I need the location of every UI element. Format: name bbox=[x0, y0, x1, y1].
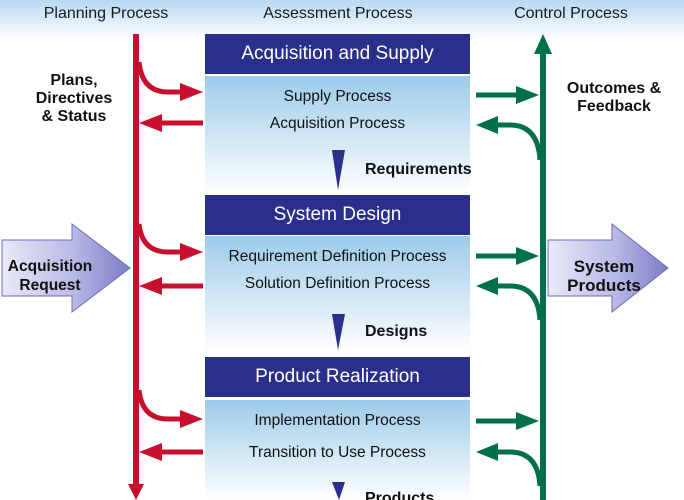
box-title-acquisition-and-supply: Acquisition and Supply bbox=[205, 34, 470, 74]
process-transition-to-use: Transition to Use Process bbox=[249, 444, 426, 461]
outcomes-feedback-label: Outcomes & Feedback bbox=[548, 80, 680, 116]
plan-branch-arrow-2 bbox=[136, 223, 182, 255]
box-title-system-design: System Design bbox=[205, 195, 470, 235]
plan-branch-arrowhead-1 bbox=[180, 83, 203, 101]
plans-label-line-3: & Status bbox=[41, 108, 107, 125]
header-assessment-process: Assessment Process bbox=[263, 5, 413, 22]
box-title-product-realization: Product Realization bbox=[205, 357, 470, 397]
plan-branch-arrow-1 bbox=[136, 61, 182, 95]
process-implementation: Implementation Process bbox=[254, 412, 421, 429]
plans-label-line-1: Plans, bbox=[50, 72, 98, 89]
acquisition-request-line-1: Acquisition bbox=[7, 258, 93, 275]
outcomes-label-line-1: Outcomes & bbox=[566, 80, 662, 97]
planning-trunk-arrowhead bbox=[128, 484, 144, 500]
flow-label-designs: Designs bbox=[365, 323, 428, 340]
flow-arrow-products bbox=[332, 482, 345, 500]
flow-arrow-designs bbox=[332, 314, 345, 350]
acquisition-request-line-2: Request bbox=[19, 277, 81, 294]
feedback-arrowhead-3 bbox=[476, 443, 498, 461]
process-supply: Supply Process bbox=[283, 88, 392, 105]
header-planning-process: Planning Process bbox=[43, 5, 169, 22]
outcomes-label-line-2: Feedback bbox=[577, 98, 651, 115]
system-products-label: System Products bbox=[553, 257, 655, 295]
status-arrowhead-1 bbox=[139, 114, 162, 132]
flow-label-requirements: Requirements bbox=[365, 161, 472, 178]
flow-label-products: Products bbox=[365, 490, 435, 500]
plan-branch-arrowhead-3 bbox=[180, 410, 203, 428]
plans-label-line-2: Directives bbox=[35, 90, 113, 107]
outcome-arrowhead-1 bbox=[516, 86, 539, 104]
acquisition-request-arrow bbox=[1, 222, 131, 314]
acquisition-request-label: Acquisition Request bbox=[4, 257, 96, 295]
feedback-arrow-2 bbox=[496, 283, 543, 321]
status-arrowhead-3 bbox=[139, 443, 162, 461]
header-control-process: Control Process bbox=[514, 5, 628, 22]
plans-directives-status-label: Plans, Directives & Status bbox=[22, 72, 126, 126]
feedback-arrow-1 bbox=[496, 122, 543, 161]
process-acquisition: Acquisition Process bbox=[269, 115, 406, 132]
process-solution-definition: Solution Definition Process bbox=[244, 275, 431, 292]
system-products-arrow bbox=[547, 222, 669, 314]
feedback-arrowhead-2 bbox=[476, 277, 498, 295]
header-band bbox=[0, 0, 684, 40]
feedback-arrow-3 bbox=[496, 449, 543, 487]
outcome-arrowhead-2 bbox=[516, 247, 539, 265]
control-trunk-arrowhead bbox=[534, 34, 552, 54]
system-products-line-2: Products bbox=[567, 276, 641, 295]
flow-arrow-requirements bbox=[332, 150, 345, 190]
plan-branch-arrowhead-2 bbox=[180, 243, 203, 261]
outcome-arrowhead-3 bbox=[516, 412, 539, 430]
status-arrowhead-2 bbox=[139, 277, 162, 295]
system-products-line-1: System bbox=[573, 257, 635, 276]
feedback-arrowhead-1 bbox=[476, 116, 498, 134]
process-requirement-definition: Requirement Definition Process bbox=[228, 248, 447, 265]
plan-branch-arrow-3 bbox=[136, 389, 182, 422]
